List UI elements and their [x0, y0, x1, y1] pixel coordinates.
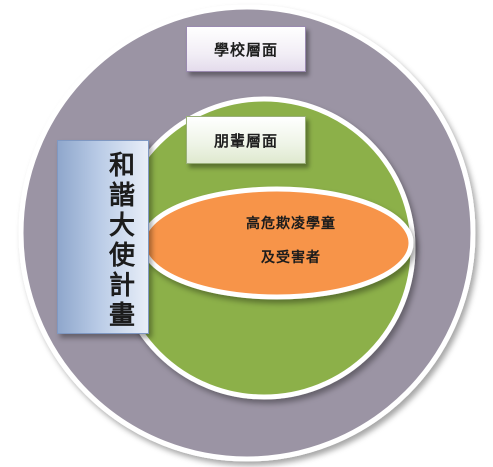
core-label: 高危欺凌學童 及受害者	[160, 196, 422, 286]
ambassador-char: 畫	[108, 301, 135, 331]
ambassador-char: 和	[108, 151, 135, 181]
peer-level-label: 朋輩層面	[213, 131, 278, 150]
school-level-label: 學校層面	[213, 40, 278, 59]
ambassador-char: 計	[108, 271, 135, 301]
harmony-ambassador-panel: 和 諧 大 使 計 畫	[57, 140, 149, 334]
peer-level-box: 朋輩層面	[186, 116, 306, 164]
core-label-line2: 及受害者	[261, 250, 321, 266]
school-level-box: 學校層面	[186, 26, 306, 72]
harmony-ambassador-label: 和 諧 大 使 計 畫	[96, 151, 148, 333]
ambassador-char: 大	[108, 211, 135, 241]
core-label-line1: 高危欺凌學童	[246, 216, 336, 232]
ambassador-char: 諧	[108, 181, 135, 211]
ambassador-char: 使	[108, 241, 135, 271]
